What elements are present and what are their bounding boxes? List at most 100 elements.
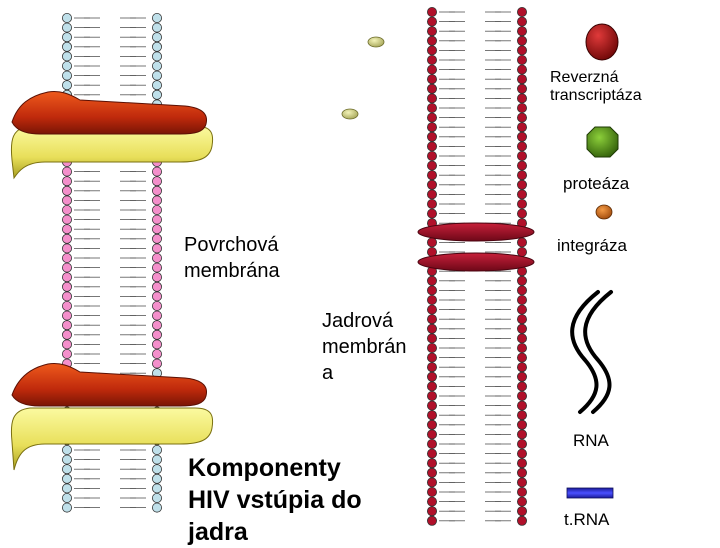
lipid-head bbox=[517, 285, 528, 296]
lipid-head bbox=[426, 112, 437, 123]
lipid-head bbox=[62, 320, 73, 331]
lipid-head bbox=[426, 506, 437, 517]
lipid-head bbox=[517, 390, 528, 401]
lipid-head bbox=[62, 310, 73, 321]
lipid-head bbox=[426, 160, 437, 171]
lipid-head bbox=[151, 348, 162, 359]
lipid-head bbox=[151, 185, 162, 196]
lipid-head bbox=[517, 275, 528, 286]
lipid-head bbox=[151, 320, 162, 331]
lipid-head bbox=[426, 467, 437, 478]
lipid-head bbox=[426, 314, 437, 325]
lipid-head bbox=[517, 333, 528, 344]
lipid-head bbox=[517, 352, 528, 363]
lipid-head bbox=[426, 74, 437, 85]
lipid-head bbox=[151, 233, 162, 244]
lipid-head bbox=[517, 323, 528, 334]
lipid-head bbox=[151, 329, 162, 340]
lipid-head bbox=[426, 323, 437, 334]
lipid-head bbox=[517, 506, 528, 517]
lipid-head bbox=[151, 272, 162, 283]
lipid-head bbox=[517, 160, 528, 171]
lipid-head bbox=[151, 195, 162, 206]
lipid-head bbox=[517, 294, 528, 305]
protease-label: proteáza bbox=[563, 174, 630, 193]
lipid-head bbox=[62, 176, 73, 187]
lipid-head bbox=[62, 473, 73, 484]
lipid-head bbox=[151, 444, 162, 455]
lipid-head bbox=[62, 272, 73, 283]
lipid-head bbox=[151, 473, 162, 484]
lipid-head bbox=[517, 45, 528, 56]
lipid-head bbox=[151, 243, 162, 254]
lipid-head bbox=[426, 35, 437, 46]
lipid-head bbox=[151, 300, 162, 311]
lipid-head bbox=[151, 492, 162, 503]
lipid-head bbox=[151, 12, 162, 23]
lipid-head bbox=[151, 41, 162, 52]
lipid-head bbox=[62, 41, 73, 52]
lipid-head bbox=[517, 477, 528, 488]
lipid-head bbox=[426, 83, 437, 94]
lipid-head bbox=[426, 275, 437, 286]
lipid-head bbox=[517, 342, 528, 353]
lipid-head bbox=[151, 224, 162, 235]
lipid-head bbox=[426, 448, 437, 459]
lipid-head bbox=[426, 352, 437, 363]
lipid-head bbox=[426, 208, 437, 219]
lipid-head bbox=[426, 304, 437, 315]
lipid-head bbox=[517, 122, 528, 133]
lipid-head bbox=[62, 483, 73, 494]
lipid-head bbox=[426, 141, 437, 152]
lipid-head bbox=[426, 333, 437, 344]
lipid-head bbox=[426, 122, 437, 133]
lipid-head bbox=[426, 496, 437, 507]
lipid-head bbox=[426, 45, 437, 56]
lipid-head bbox=[517, 103, 528, 114]
lipid-head bbox=[62, 243, 73, 254]
nuclear-pore bbox=[417, 222, 535, 272]
lipid-head bbox=[62, 252, 73, 263]
lipid-head bbox=[517, 26, 528, 37]
lipid-head bbox=[517, 438, 528, 449]
lipid-head bbox=[426, 179, 437, 190]
lipid-head bbox=[151, 166, 162, 177]
lipid-head bbox=[426, 285, 437, 296]
lipid-head bbox=[517, 400, 528, 411]
lipid-head bbox=[517, 179, 528, 190]
lipid-head bbox=[426, 198, 437, 209]
diagram-title: Komponenty HIV vstúpia do jadra bbox=[188, 454, 362, 546]
lipid-head bbox=[517, 112, 528, 123]
lipid-head bbox=[517, 458, 528, 469]
lipid-head bbox=[517, 496, 528, 507]
lipid-head bbox=[151, 483, 162, 494]
lipid-head bbox=[151, 464, 162, 475]
lipid-head bbox=[62, 492, 73, 503]
lipid-head bbox=[426, 515, 437, 526]
lipid-head bbox=[151, 291, 162, 302]
reverse-transcriptase-label: Reverzná transcriptáza bbox=[550, 69, 642, 105]
lipid-head bbox=[62, 502, 73, 513]
lipid-head bbox=[426, 486, 437, 497]
lipid-head bbox=[151, 502, 162, 513]
lipid-head bbox=[426, 458, 437, 469]
lipid-head bbox=[62, 444, 73, 455]
lipid-head bbox=[517, 419, 528, 430]
lipid-head bbox=[517, 55, 528, 66]
lipid-head bbox=[517, 371, 528, 382]
trna-icon bbox=[566, 487, 614, 499]
lipid-head bbox=[517, 429, 528, 440]
lipid-head bbox=[426, 131, 437, 142]
lipid-head bbox=[62, 80, 73, 91]
lipid-head bbox=[426, 400, 437, 411]
lipid-head bbox=[426, 64, 437, 75]
lipid-head bbox=[426, 342, 437, 353]
lipid-head bbox=[62, 61, 73, 72]
lipid-head bbox=[426, 362, 437, 373]
lipid-head bbox=[62, 185, 73, 196]
lipid-head bbox=[62, 204, 73, 215]
trna-label: t.RNA bbox=[564, 510, 610, 529]
lipid-head bbox=[426, 477, 437, 488]
lipid-head bbox=[151, 358, 162, 369]
lipid-head bbox=[62, 281, 73, 292]
